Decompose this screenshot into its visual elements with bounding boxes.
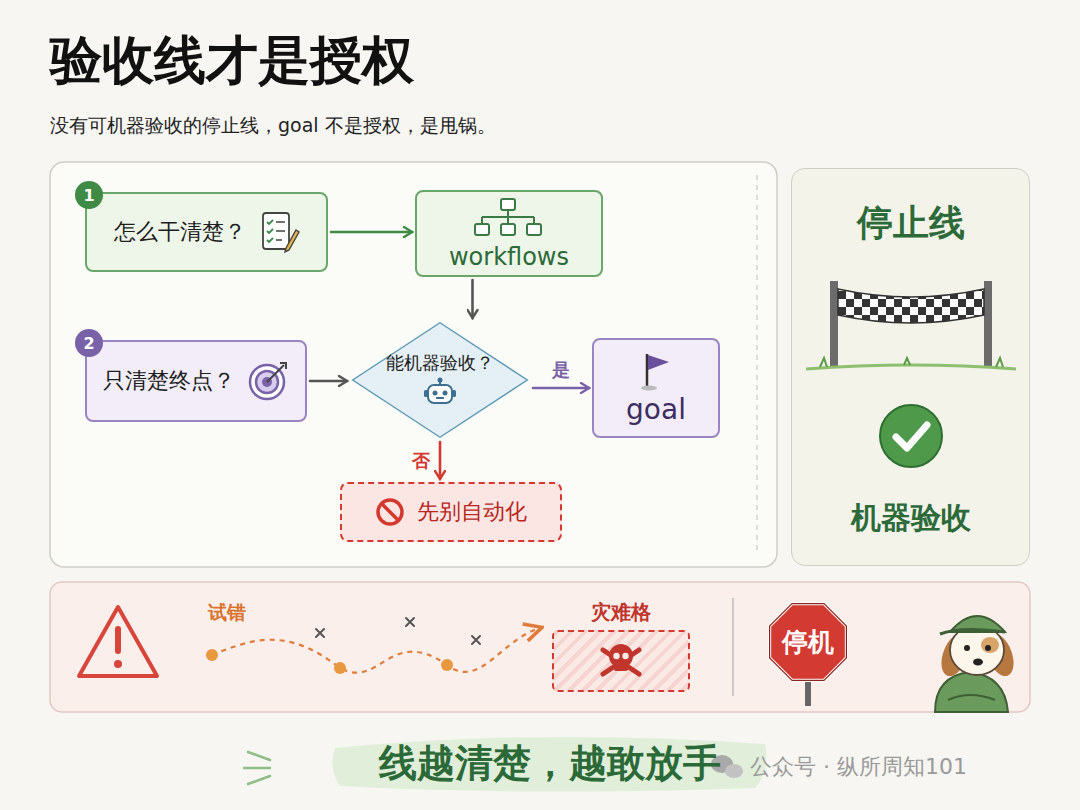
node-label: 灾难格 (591, 599, 651, 626)
process-box: workflows (415, 190, 603, 277)
node-icon (552, 630, 690, 692)
stop-box: 先别自动化 (340, 482, 562, 542)
title: 验收线才是授权 (50, 26, 414, 96)
process-box: 怎么干清楚？ (85, 192, 328, 272)
connector-arrow (471, 280, 474, 318)
connector-arrow (331, 231, 412, 234)
dog-mascot (935, 616, 1019, 712)
node-icon (247, 360, 289, 402)
side-panel: 停止线机器验收 (791, 168, 1030, 566)
connector-arrow (533, 387, 589, 390)
node-icon (260, 210, 300, 254)
caption: 线越清楚，越敢放手 (300, 738, 800, 789)
callout-number: 2 (75, 329, 103, 357)
decision-diamond: 能机器验收？ (350, 321, 530, 439)
node-label: workflows (449, 243, 569, 271)
subtitle: 没有可机器验收的停止线，goal 不是授权，是甩锅。 (50, 113, 496, 139)
edge-label: 是 (550, 358, 572, 382)
node-subtext: 机器验收 (851, 498, 971, 539)
edge-label: 否 (410, 449, 432, 473)
node-label: goal (626, 393, 686, 426)
goal-box: goal (592, 338, 720, 438)
node-label: 怎么干清楚？ (114, 217, 246, 247)
watermark: 公众号 · 纵所周知101 (750, 752, 967, 782)
stop-sign: 停机 (768, 602, 848, 682)
node-label: 只清楚终点？ (103, 366, 235, 396)
node-icon (806, 275, 1016, 375)
node-label: 先别自动化 (417, 497, 527, 527)
node-icon (639, 351, 673, 391)
path-label: 试错 (208, 600, 246, 626)
node-icon (876, 401, 946, 471)
node-icon (423, 377, 457, 409)
connector-arrow (439, 442, 442, 479)
node-icon (375, 497, 405, 527)
process-box: 只清楚终点？ (85, 340, 307, 422)
callout-number: 1 (75, 181, 103, 209)
connector-arrow (310, 380, 347, 383)
node-label: 能机器验收？ (386, 351, 494, 375)
disaster-cell: 灾难格 (545, 594, 697, 696)
node-label: 停机 (782, 625, 834, 660)
node-label: 停止线 (857, 199, 965, 248)
node-icon (471, 197, 547, 239)
